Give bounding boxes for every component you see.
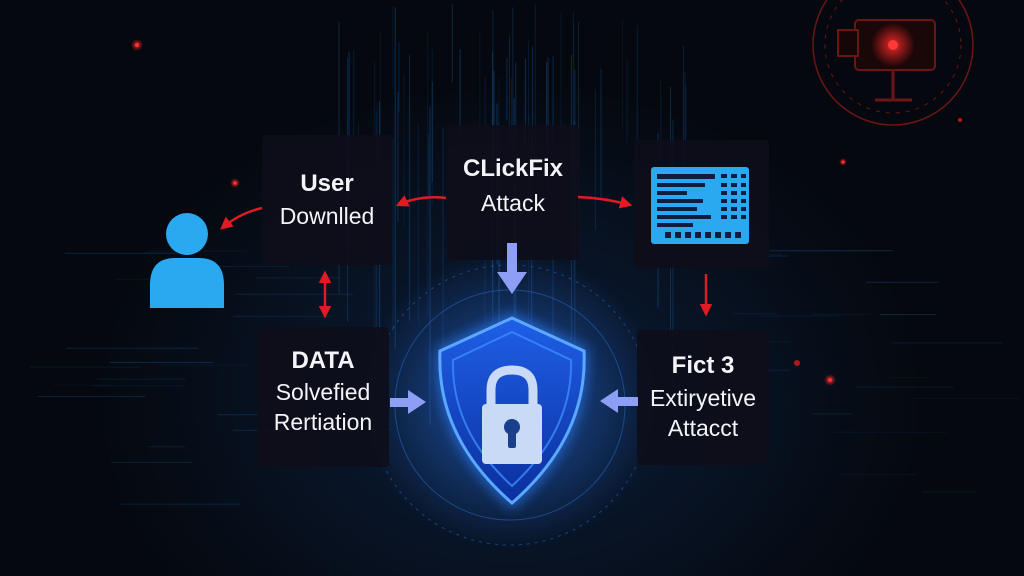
node-user-download: User Downlled <box>262 135 392 265</box>
node-user-subtitle: Downlled <box>279 203 375 229</box>
node-data-line2: Rertiation <box>273 409 373 435</box>
node-clickfix-attack: CLickFix Attack <box>447 125 579 260</box>
node-dashboard <box>634 140 769 268</box>
node-fict-line2: Attacct <box>667 415 739 441</box>
node-data-title: DATA <box>291 347 355 374</box>
node-clickfix-subtitle: Attack <box>481 190 545 216</box>
security-camera-icon <box>812 0 974 126</box>
node-data-line1: Solvefied <box>275 379 371 405</box>
node-fict: Fict 3 Extiryetive Attacct <box>637 330 769 465</box>
red-indicator-dots <box>131 39 962 386</box>
node-clickfix-title: CLickFix <box>462 155 564 182</box>
node-fict-title: Fict 3 <box>671 352 735 379</box>
node-fict-line1: Extiryetive <box>649 385 757 411</box>
node-user-title: User <box>300 170 354 197</box>
node-data: DATA Solvefied Rertiation <box>257 327 389 467</box>
